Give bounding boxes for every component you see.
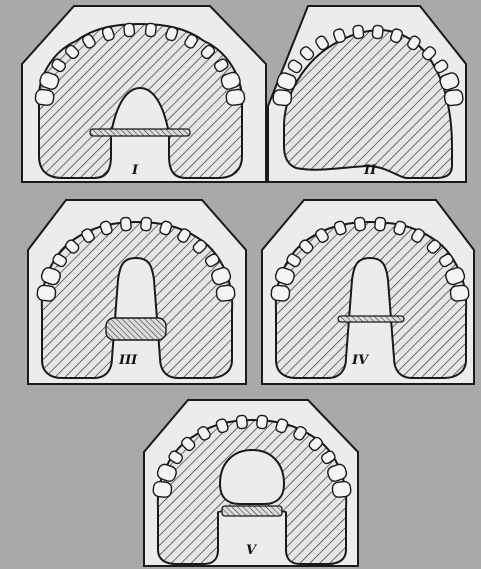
front-tooth bbox=[236, 415, 247, 429]
molar-tooth bbox=[37, 285, 57, 302]
molar-tooth bbox=[35, 89, 55, 106]
panel-ii: II bbox=[268, 6, 466, 182]
panel-label: IV bbox=[351, 353, 370, 368]
molar-tooth bbox=[226, 89, 246, 106]
front-tooth bbox=[372, 25, 383, 39]
panel-label: III bbox=[118, 353, 138, 368]
molar-tooth bbox=[216, 285, 236, 302]
front-tooth bbox=[353, 25, 364, 39]
front-tooth bbox=[140, 217, 151, 231]
panel-v: V bbox=[144, 400, 358, 566]
molar-tooth bbox=[444, 89, 464, 106]
palatal-bar bbox=[222, 506, 282, 516]
molar-tooth bbox=[273, 89, 293, 106]
panel-iii: III bbox=[28, 200, 246, 384]
front-tooth bbox=[124, 23, 135, 37]
molar-tooth bbox=[153, 481, 173, 498]
front-tooth bbox=[354, 217, 365, 231]
panel-label: I bbox=[131, 163, 139, 178]
panel-label: II bbox=[363, 163, 377, 178]
front-tooth bbox=[145, 23, 156, 37]
palatal-bar bbox=[90, 129, 190, 136]
molar-tooth bbox=[450, 285, 470, 302]
front-tooth bbox=[120, 217, 131, 231]
palatal-bar bbox=[338, 316, 404, 322]
palatal-plate bbox=[106, 318, 166, 340]
panel-iv: IV bbox=[262, 200, 474, 384]
palatal-opening bbox=[220, 450, 284, 504]
molar-tooth bbox=[271, 285, 291, 302]
front-tooth bbox=[256, 415, 267, 429]
panel-i: I bbox=[22, 6, 266, 182]
molar-tooth bbox=[332, 481, 352, 498]
front-tooth bbox=[374, 217, 385, 231]
